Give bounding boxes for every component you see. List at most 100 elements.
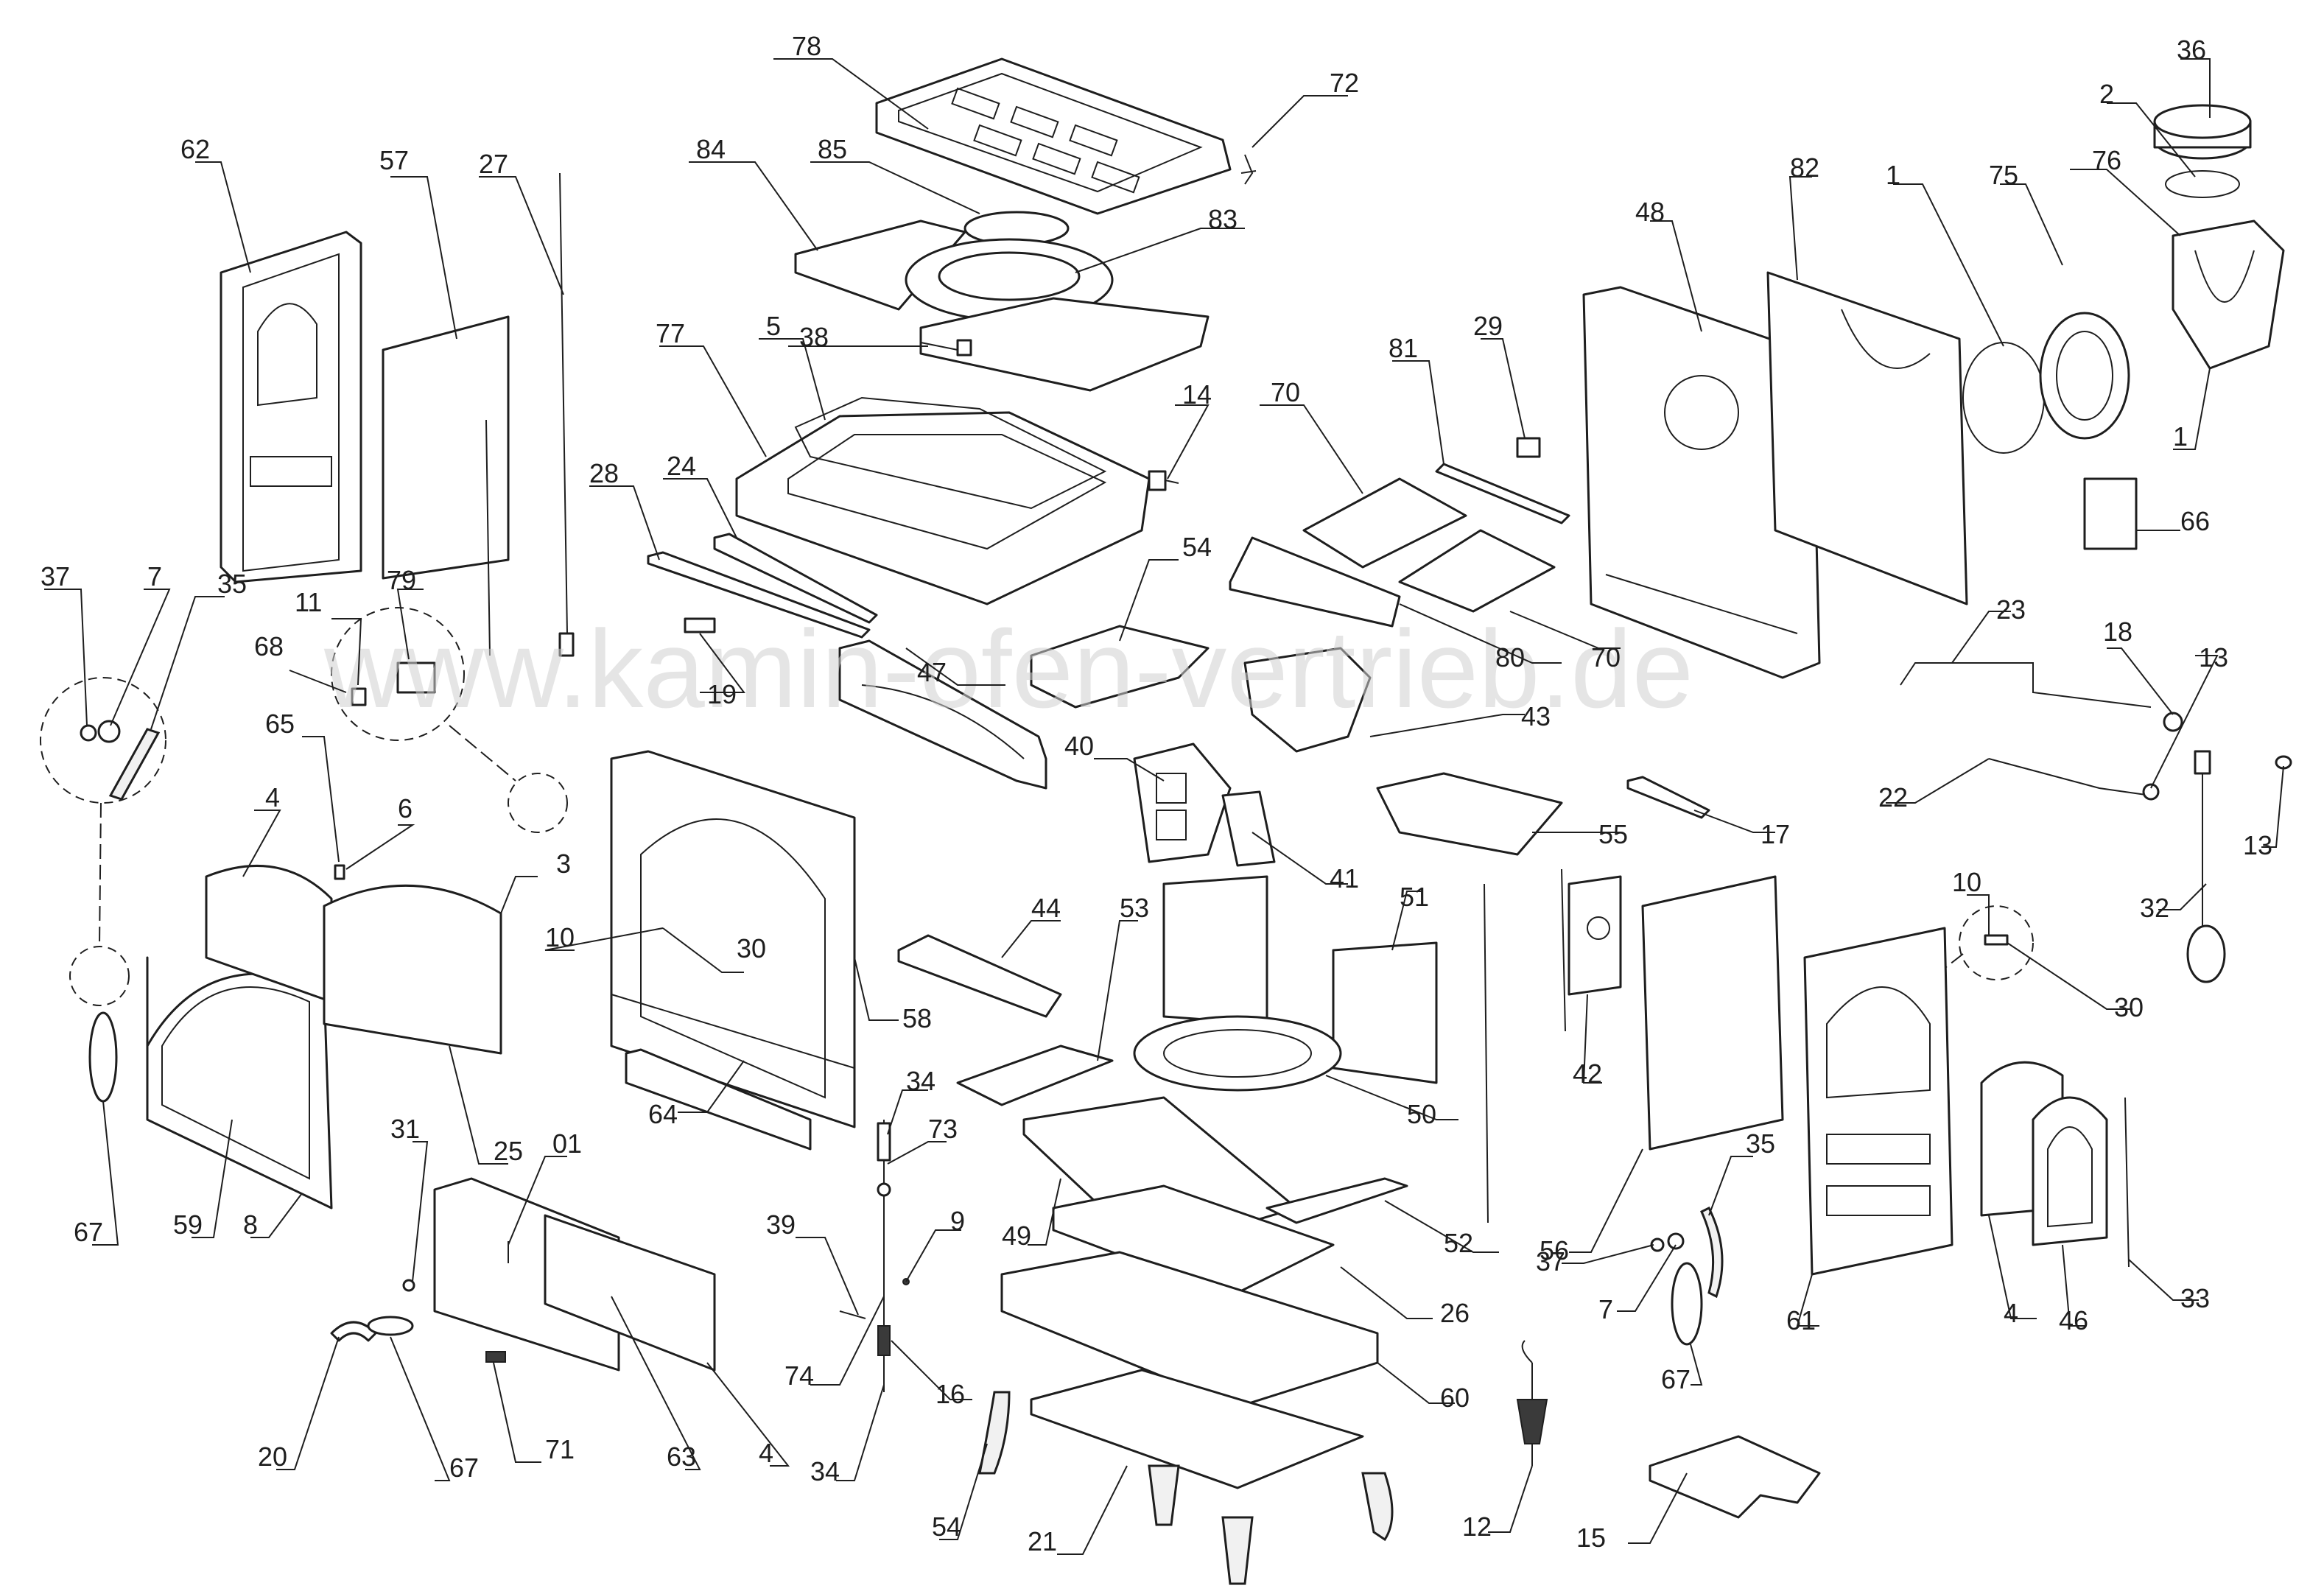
callout-c40: 40: [1064, 731, 1094, 761]
part-plate-lower: [919, 297, 1210, 392]
part-spring-35: [108, 728, 161, 801]
callout-c28: 28: [589, 458, 619, 488]
part-pin-10b: [1984, 934, 2009, 946]
callout-c32: 32: [2140, 893, 2169, 923]
part-side-panel-left: [220, 231, 362, 583]
detail-circle-hinge: [331, 607, 465, 741]
callout-c31: 31: [390, 1114, 420, 1144]
callout-c39: 39: [766, 1209, 796, 1240]
part-door-left-glass: [205, 864, 333, 1003]
callout-c37a: 37: [41, 561, 70, 591]
part-rod-23: [1900, 662, 2152, 708]
part-bottom-plate: [1030, 1369, 1364, 1489]
part-rail-64: [625, 1048, 812, 1151]
callout-c4c: 4: [2004, 1298, 2018, 1328]
part-door-right-inner: [1641, 875, 1784, 1151]
part-brick-51b: [1332, 941, 1438, 1084]
part-baffle-80: [1229, 536, 1401, 628]
part-small-65: [334, 864, 345, 880]
callout-c70b: 70: [1591, 642, 1621, 673]
callout-c75: 75: [1989, 160, 2018, 190]
callout-c27: 27: [479, 149, 508, 179]
callout-c3: 3: [556, 849, 571, 879]
callout-c30b: 30: [2114, 992, 2144, 1022]
callout-c35b: 35: [1746, 1128, 1775, 1159]
callout-c19: 19: [707, 679, 737, 709]
callout-c20: 20: [258, 1442, 287, 1472]
detail-circle-right: [1959, 905, 2034, 980]
part-bracket-43: [1243, 647, 1372, 753]
callout-c9: 9: [950, 1206, 965, 1236]
callout-c34b: 34: [810, 1456, 840, 1486]
callout-c34a: 34: [906, 1066, 935, 1096]
callout-c82: 82: [1790, 152, 1819, 183]
callout-c33: 33: [2180, 1283, 2210, 1313]
part-round-grate: [1133, 1015, 1342, 1092]
part-brick-70a: [1302, 477, 1467, 569]
part-bar-24: [713, 533, 878, 624]
callout-c16: 16: [935, 1379, 965, 1409]
callout-c4b: 4: [759, 1438, 773, 1468]
callout-c49: 49: [1002, 1221, 1031, 1251]
part-flue-adapter: [2172, 220, 2285, 370]
part-bar-28: [647, 551, 871, 639]
part-legs: [978, 1391, 1394, 1585]
callout-c10a: 10: [545, 922, 575, 952]
part-spring-12: [1516, 1340, 1548, 1466]
callout-c63: 63: [667, 1442, 696, 1472]
callout-c52: 52: [1444, 1228, 1473, 1258]
part-front-frame: [610, 750, 856, 1128]
part-door-right-frame: [1803, 927, 1953, 1276]
callout-c71: 71: [545, 1434, 575, 1464]
parts-layer: [40, 57, 2292, 1585]
callout-c23: 23: [1996, 594, 2026, 625]
detail-circle-handle: [69, 946, 130, 1006]
callout-c73: 73: [928, 1114, 958, 1144]
part-top-frame: [735, 411, 1151, 605]
callout-c74: 74: [784, 1360, 814, 1391]
part-cap-36: [2153, 104, 2252, 160]
callout-c57: 57: [379, 145, 409, 175]
callout-c55: 55: [1598, 819, 1628, 849]
callout-c76: 76: [2092, 145, 2121, 175]
part-handle-67a: [88, 1011, 118, 1103]
callout-c26: 26: [1440, 1298, 1470, 1328]
part-ash-pan: [1052, 1184, 1335, 1298]
detail-circle-left: [40, 677, 166, 804]
part-baffle-55: [1376, 772, 1563, 856]
part-rear-panel-57: [382, 315, 510, 580]
part-rod-57: [485, 419, 491, 656]
part-spring-35b: [1700, 1206, 1724, 1299]
part-ring-2: [2165, 170, 2240, 198]
callout-c37b: 37: [1536, 1246, 1565, 1277]
part-rod-27: [558, 172, 575, 657]
part-plate-52: [1265, 1177, 1408, 1224]
callout-c25: 25: [494, 1136, 523, 1166]
part-handle-67b: [367, 1316, 414, 1336]
callout-c67a: 67: [74, 1217, 103, 1247]
watermark: www.kamin-ofen-vertrieb.de: [323, 607, 1693, 731]
part-clip: [1148, 470, 1179, 491]
part-shaker-rod: [877, 1120, 891, 1392]
callout-c60: 60: [1440, 1383, 1470, 1413]
callout-c72: 72: [1330, 68, 1359, 98]
callout-c64: 64: [648, 1099, 678, 1129]
part-bracket-19: [684, 617, 716, 633]
callout-c01: 01: [552, 1128, 582, 1159]
part-ash-door-glass: [544, 1214, 716, 1372]
callout-c6: 6: [398, 793, 413, 824]
callout-c67b: 67: [449, 1453, 479, 1483]
part-grate-bar-44: [897, 934, 1062, 1018]
part-rod-22: [1988, 758, 2152, 796]
callout-c12: 12: [1462, 1512, 1492, 1542]
part-rear-plate-cutout: [1841, 309, 1931, 369]
part-rear-plate-82: [1766, 271, 1968, 605]
callout-c81: 81: [1389, 333, 1418, 363]
callout-c83: 83: [1208, 204, 1238, 234]
part-door-left-outer: [146, 956, 333, 1209]
part-washer-7: [97, 720, 121, 743]
part-arch-plate: [838, 639, 1047, 790]
callouts-layer: 78 72 84 85 83 62 57 27 77 5 38 14 28 24…: [41, 31, 2284, 1556]
callout-c38: 38: [799, 322, 829, 352]
